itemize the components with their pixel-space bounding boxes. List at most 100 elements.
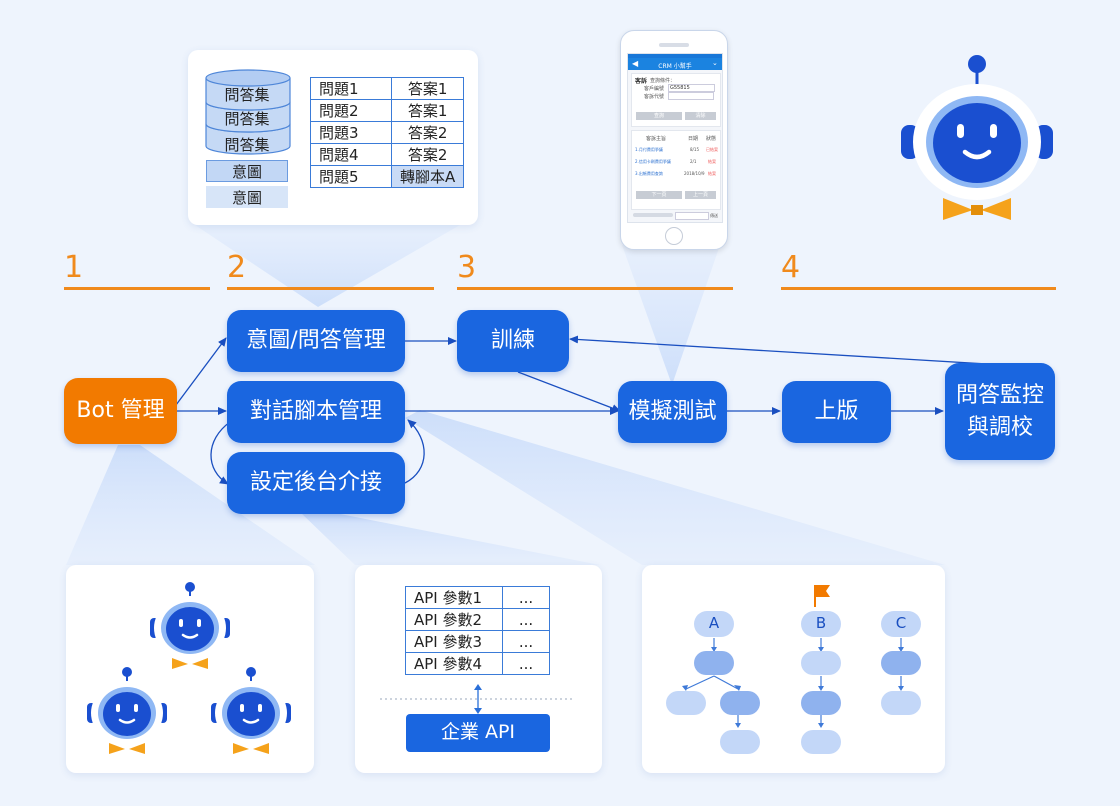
node-bot-management: Bot 管理	[64, 378, 177, 444]
robot-icon	[87, 667, 167, 754]
node-train: 訓練	[457, 310, 569, 372]
api-param-value: ...	[502, 630, 550, 653]
phone-complaint-code-field[interactable]	[668, 92, 714, 100]
arrow-monitor-to-train	[569, 335, 1021, 367]
step-line-3	[457, 287, 733, 290]
phone-message-input[interactable]	[675, 212, 709, 220]
phone-mockup: ◀ CRM 小幫手 ⌄ 客訴 查詢條件： 客戶編號 G55815 客訴代號 查詢…	[620, 30, 728, 250]
flow-node	[720, 730, 760, 754]
qa-question: 問題3	[310, 121, 392, 144]
api-param-name: API 參數4	[405, 652, 503, 675]
beam-backend	[300, 512, 600, 565]
robot-icon	[211, 667, 291, 754]
table-row: API 參數4...	[405, 652, 550, 675]
api-param-value: ...	[502, 652, 550, 675]
flow-label-b: B	[815, 614, 827, 632]
api-divider	[380, 684, 575, 714]
phone-query-card: 客訴 查詢條件： 客戶編號 G55815 客訴代號 查詢 清除	[631, 73, 721, 127]
phone-row-date: 8/15	[690, 147, 699, 152]
flow-node	[881, 691, 921, 715]
robot-mascot-icon	[901, 55, 1053, 220]
enterprise-api-box: 企業 API	[406, 714, 550, 752]
phone-row-date: 2018/10/9	[684, 171, 705, 176]
phone-row-subject[interactable]: 3.出帳費用查詢	[635, 171, 663, 176]
intent-box-2: 意圖	[206, 186, 288, 208]
phone-clear-button[interactable]: 清除	[685, 112, 716, 120]
phone-customer-id-field[interactable]: G55815	[668, 84, 715, 92]
phone-screen: ◀ CRM 小幫手 ⌄ 客訴 查詢條件： 客戶編號 G55815 客訴代號 查詢…	[627, 53, 723, 223]
flow-node	[720, 691, 760, 715]
qa-question: 問題4	[310, 143, 392, 166]
beam-dialog	[405, 410, 945, 565]
flow-node	[666, 691, 706, 715]
arrow-bot-to-intent	[175, 337, 227, 406]
arrow-train-to-simulate	[517, 371, 621, 412]
phone-speaker	[659, 43, 689, 47]
flag-icon	[816, 585, 830, 597]
node-publish: 上版	[782, 381, 891, 443]
api-param-value: ...	[502, 608, 550, 631]
intent-box-1: 意圖	[206, 160, 288, 182]
qa-answer: 答案1	[390, 99, 465, 122]
flow-label-c: C	[895, 614, 907, 632]
flow-node	[801, 730, 841, 754]
qa-set-label-2: 問答集	[224, 110, 270, 128]
phone-col-subject: 客訴主旨	[646, 136, 667, 142]
phone-next-button[interactable]: 上一頁	[685, 191, 716, 199]
api-param-name: API 參數3	[405, 630, 503, 653]
flow-node	[881, 611, 921, 637]
script-flow-tree	[666, 585, 921, 754]
node-simulate-test: 模擬測試	[618, 381, 727, 443]
phone-input-icons	[633, 213, 673, 217]
phone-row-subject[interactable]: 1.月付費用爭議	[635, 147, 663, 152]
qa-set-label-3: 問答集	[224, 136, 270, 154]
flow-node	[881, 651, 921, 675]
phone-row-subject[interactable]: 2.信用卡刷費用爭議	[635, 159, 671, 164]
qa-question: 問題1	[310, 77, 392, 100]
flow-node	[694, 611, 734, 637]
phone-app-header: ◀ CRM 小幫手 ⌄	[628, 58, 722, 70]
api-param-name: API 參數2	[405, 608, 503, 631]
phone-prev-button[interactable]: 下一頁	[636, 191, 682, 199]
beam-phone	[622, 245, 720, 385]
flow-node	[801, 691, 841, 715]
step-number-2: 2	[227, 250, 247, 285]
back-arrow-icon[interactable]: ◀	[632, 59, 639, 68]
node-dialog-script-management: 對話腳本管理	[227, 381, 405, 443]
table-row: API 參數1...	[405, 586, 550, 609]
phone-customer-id-label: 客戶編號	[644, 86, 665, 92]
chevron-down-icon[interactable]: ⌄	[712, 59, 718, 67]
qa-answer: 答案2	[390, 121, 465, 144]
phone-col-date: 日期	[688, 136, 699, 142]
node-qa-monitor-tuning: 問答監控 與調校	[945, 363, 1055, 460]
phone-complaint-code-label: 客訴代號	[644, 94, 665, 100]
phone-send-button[interactable]: 傳送	[710, 213, 718, 218]
flow-node	[814, 585, 816, 607]
phone-row-date: 2/1	[690, 159, 697, 164]
qa-set-label-1: 問答集	[224, 86, 270, 104]
step-number-4: 4	[781, 250, 801, 285]
robot-icon	[150, 582, 230, 669]
step-number-3: 3	[457, 250, 477, 285]
arrow-dialog-to-backend	[210, 421, 231, 485]
flow-node	[801, 611, 841, 637]
phone-home-button[interactable]	[665, 227, 683, 245]
phone-query-button[interactable]: 查詢	[636, 112, 682, 120]
flow-node	[694, 651, 734, 675]
phone-complaint-label: 客訴	[635, 78, 648, 85]
node-monitor-line1: 問答監控	[955, 382, 1044, 408]
phone-row-status: 結案	[708, 159, 716, 164]
qa-answer: 答案1	[390, 77, 465, 100]
qa-answer: 答案2	[390, 143, 465, 166]
database-stack-icon	[205, 69, 291, 155]
node-monitor-line2: 與調校	[966, 414, 1033, 440]
node-backend-integration: 設定後台介接	[227, 452, 405, 514]
api-param-name: API 參數1	[405, 586, 503, 609]
phone-result-list: 客訴主旨 日期 狀態 1.月付費用爭議 8/15 已結案 2.信用卡刷費用爭議 …	[631, 130, 721, 210]
phone-row-status: 已結案	[706, 147, 718, 152]
